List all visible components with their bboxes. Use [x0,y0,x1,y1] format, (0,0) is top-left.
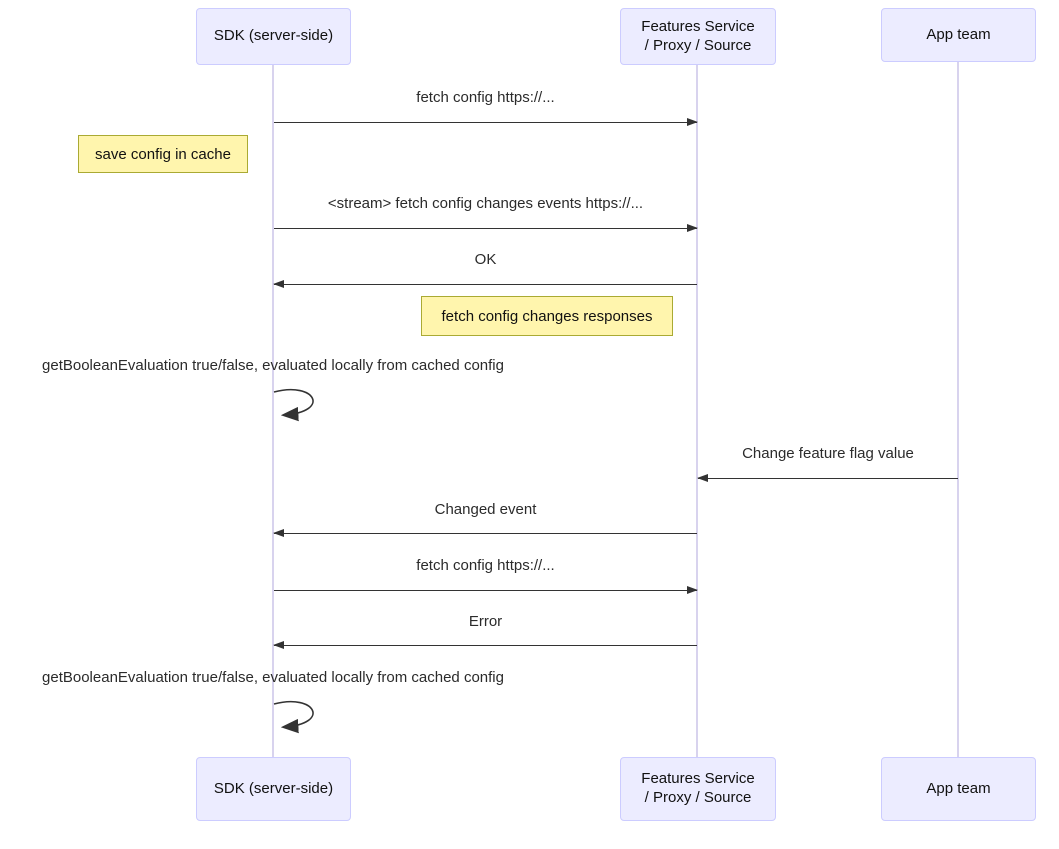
actor-features-label-bottom-line1: Features Service [641,770,755,788]
self-loop-arrow-1 [273,388,314,422]
actor-sdk-label: SDK (server-side) [213,27,334,45]
arrowhead-right-icon [687,586,698,594]
arrow-error [273,641,697,649]
self-loop-arrow-2 [273,700,314,734]
message-getboolean-2: getBooleanEvaluation true/false, evaluat… [42,669,504,686]
lifeline-features-service [696,65,698,757]
arrowhead-left-icon [273,641,284,649]
actor-features-label-line2: / Proxy / Source [644,36,752,54]
actor-features-label-line1: Features Service [641,17,755,35]
arrow-changed-event [273,529,697,537]
arrowhead-right-icon [687,118,698,126]
message-changed-event: Changed event [434,501,537,518]
message-error: Error [468,613,503,630]
actor-sdk-label-bottom: SDK (server-side) [213,779,334,797]
actor-features-top: Features Service / Proxy / Source [620,8,776,65]
actor-sdk-top: SDK (server-side) [196,8,351,65]
note-save-config-in-cache: save config in cache [78,135,248,173]
message-change-flag: Change feature flag value [742,445,914,462]
message-fetch-config-1: fetch config https://... [416,89,555,106]
arrowhead-left-icon [273,280,284,288]
arrow-stream-fetch [274,224,698,232]
message-stream-fetch: <stream> fetch config changes events htt… [327,195,644,212]
actor-app-label-bottom: App team [926,779,991,797]
note-changes-responses-text: fetch config changes responses [441,307,653,325]
actor-app-bottom: App team [881,757,1036,821]
arrow-fetch-config-1 [274,118,698,126]
lifeline-app-team [957,62,959,757]
actor-app-top: App team [881,8,1036,62]
arrow-change-flag [697,474,958,482]
actor-app-label: App team [926,25,991,43]
lifeline-sdk [272,65,274,757]
actor-features-bottom: Features Service / Proxy / Source [620,757,776,821]
actor-sdk-bottom: SDK (server-side) [196,757,351,821]
message-getboolean-1: getBooleanEvaluation true/false, evaluat… [42,357,504,374]
message-ok: OK [474,251,497,268]
arrowhead-left-icon [697,474,708,482]
note-fetch-config-changes-responses: fetch config changes responses [421,296,673,336]
message-fetch-config-2: fetch config https://... [416,557,555,574]
actor-features-label-bottom-line2: / Proxy / Source [644,789,752,806]
note-save-config-text: save config in cache [95,145,231,163]
arrowhead-right-icon [687,224,698,232]
arrow-ok [273,280,697,288]
arrow-fetch-config-2 [274,586,698,594]
arrowhead-left-icon [273,529,284,537]
